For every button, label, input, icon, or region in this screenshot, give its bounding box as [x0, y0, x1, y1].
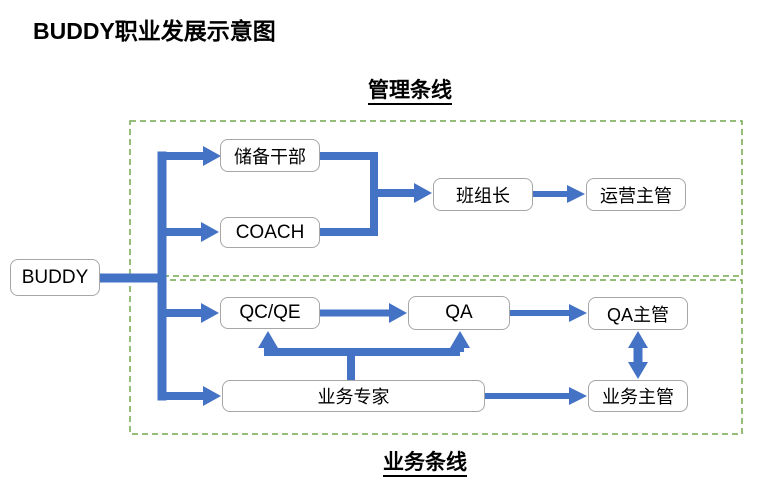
- arrow-business-expert-to-business-supervisor: [485, 387, 587, 405]
- section-label-business: 业务条线: [383, 451, 467, 478]
- arrow-qcqe-to-qa: [320, 303, 407, 323]
- node-business-expert: 业务专家: [222, 380, 485, 412]
- node-qa-supervisor: QA主管: [588, 297, 688, 330]
- arrow-buddy-to-reserve-cadre: [162, 146, 221, 166]
- connector-buddy-trunk: [100, 151, 167, 401]
- node-buddy: BUDDY: [10, 259, 100, 296]
- arrow-qa-to-qa-supervisor: [510, 304, 587, 322]
- connector-business-expert-to-qcqe-and-qa: [258, 331, 470, 380]
- node-team-leader: 班组长: [433, 178, 533, 211]
- arrow-buddy-to-coach: [162, 222, 219, 242]
- arrow-qa-supervisor-business-supervisor-bidirectional: [628, 331, 648, 379]
- arrow-buddy-to-business-expert: [162, 386, 221, 406]
- page-title: BUDDY职业发展示意图: [33, 18, 276, 44]
- management-section-frame: [129, 120, 743, 277]
- node-qa: QA: [408, 296, 510, 330]
- node-coach: COACH: [220, 217, 320, 248]
- connector-merge-to-team-leader: [318, 152, 432, 236]
- node-operations-supervisor: 运营主管: [586, 178, 686, 211]
- arrow-team-leader-to-operations-supervisor: [533, 185, 585, 203]
- section-label-management: 管理条线: [368, 79, 452, 106]
- node-reserve-cadre: 储备干部: [220, 139, 320, 172]
- business-section-frame: [129, 279, 743, 435]
- node-business-supervisor: 业务主管: [588, 380, 688, 412]
- node-qc-qe: QC/QE: [220, 297, 320, 329]
- arrow-buddy-to-qcqe: [162, 303, 219, 323]
